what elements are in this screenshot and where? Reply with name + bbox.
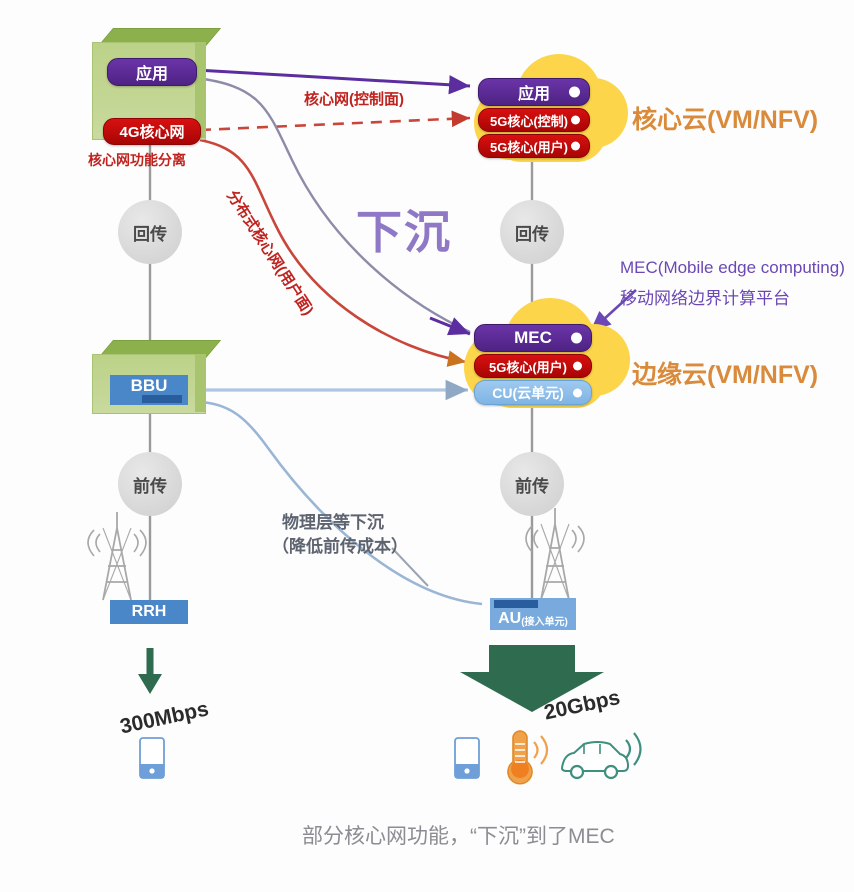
user-plane-annotation: 分布式核心网(用户面) [223,187,317,319]
right-backhaul-circle: 回传 [500,200,564,264]
left-fronthaul-circle: 前传 [118,452,182,516]
phy-annotation-line2: （降低前传成本） [272,537,408,556]
phone-icon [454,737,480,779]
edge-cloud-item-mec[interactable]: MEC [474,324,592,352]
core-cloud-item-app[interactable]: 应用 [478,78,590,106]
bbu-accent-bar [142,395,182,403]
rrh-box[interactable]: RRH [110,600,188,624]
mec-annotation-line2: 移动网络边界计算平台 [620,289,790,308]
figure-caption: 部分核心网功能，“下沉”到了MEC [302,825,615,848]
left-4g-core-label: 4G核心网 [119,124,185,141]
status-dot [571,141,580,151]
rack-side-face [195,42,205,138]
connected-car-icon [560,732,642,780]
left-fronthaul-label: 前传 [133,476,167,496]
core-split-note: 核心网功能分离 [88,152,186,168]
control-plane-annotation: 核心网(控制面) [304,91,404,108]
phy-annotation-line1: 物理层等下沉 [282,513,384,532]
status-dot [573,388,582,397]
bbu-rack-side-face [195,354,205,412]
edge-cloud-item-cu-label: CU(云单元) [492,384,564,401]
rrh-label: RRH [131,603,167,620]
au-sub-label: (接入单元) [521,617,568,628]
sink-headline: 下沉 [356,206,452,258]
right-backhaul-label: 回传 [515,224,549,244]
left-app-pill[interactable]: 应用 [107,58,197,86]
status-dot [571,332,582,344]
au-accent-bar [494,600,538,608]
edge-cloud-item-mec-label: MEC [514,328,552,347]
status-dot [573,361,582,371]
edge-cloud-item-5gc-user[interactable]: 5G核心(用户) [474,354,592,378]
au-box[interactable]: AU (接入单元) [490,598,576,630]
left-backhaul-label: 回传 [133,224,167,244]
edge-cloud-item-cu[interactable]: CU(云单元) [474,380,592,405]
left-app-label: 应用 [135,66,168,83]
left-backhaul-circle: 回传 [118,200,182,264]
core-cloud-item-5gc-control-label: 5G核心(控制) [489,113,568,129]
left-4g-core-pill[interactable]: 4G核心网 [103,118,201,145]
au-label: AU [498,610,522,627]
mec-annotation-line1: MEC(Mobile edge computing) [620,258,845,277]
right-fronthaul-circle: 前传 [500,452,564,516]
status-dot [569,86,580,98]
bbu-label: BBU [130,376,168,395]
edge-cloud-title: 边缘云(VM/NFV) [632,361,819,389]
core-cloud-item-app-label: 应用 [517,86,550,103]
core-cloud-item-5gc-user-label: 5G核心(用户) [489,139,568,155]
core-cloud-item-5gc-user[interactable]: 5G核心(用户) [478,134,590,158]
right-throughput-label: 20Gbps [542,685,623,725]
bbu-box[interactable]: BBU [110,375,188,405]
core-cloud-title: 核心云(VM/NFV) [632,106,819,134]
edge-cloud-item-5gc-user-label: 5G核心(用户) [488,359,567,375]
status-dot [571,115,580,125]
sensor-thermometer-icon [507,730,549,785]
core-cloud-item-5gc-control[interactable]: 5G核心(控制) [478,108,590,132]
left-throughput-label: 300Mbps [118,697,211,739]
right-fronthaul-label: 前传 [515,476,549,496]
